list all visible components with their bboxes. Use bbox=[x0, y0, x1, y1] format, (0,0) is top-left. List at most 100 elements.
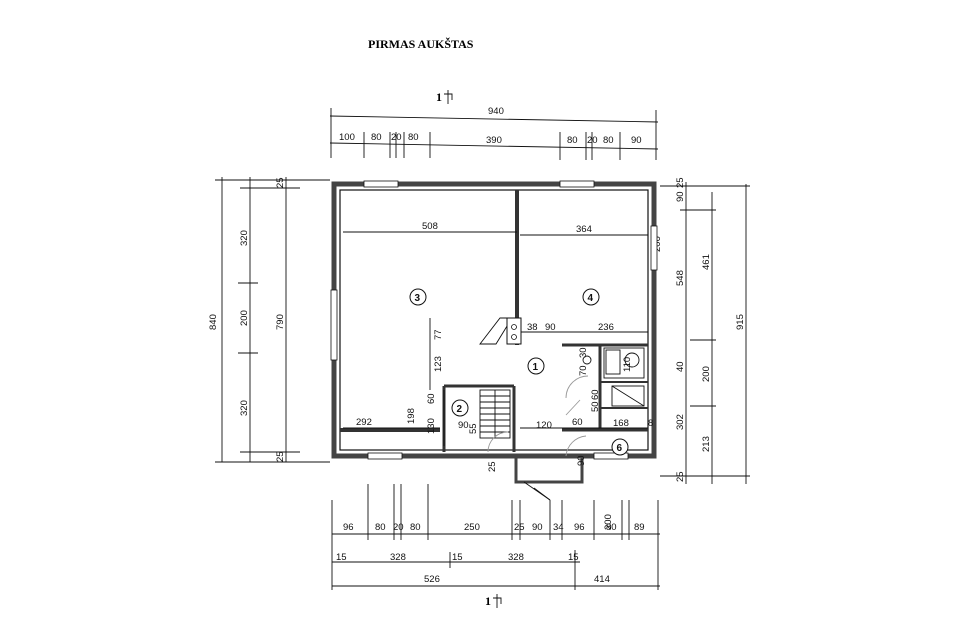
svg-text:80: 80 bbox=[408, 132, 419, 143]
svg-text:96: 96 bbox=[343, 522, 354, 533]
svg-text:2: 2 bbox=[457, 404, 463, 415]
svg-text:168: 168 bbox=[613, 418, 629, 429]
room-number-6: 6 bbox=[611, 438, 629, 456]
svg-text:8: 8 bbox=[648, 418, 653, 429]
svg-text:15: 15 bbox=[336, 552, 347, 563]
svg-text:30: 30 bbox=[578, 347, 589, 358]
svg-text:100: 100 bbox=[339, 132, 355, 143]
svg-text:25: 25 bbox=[675, 177, 686, 188]
svg-text:250: 250 bbox=[464, 522, 480, 533]
bathroom-fixtures bbox=[582, 347, 645, 407]
svg-text:302: 302 bbox=[675, 414, 686, 430]
svg-text:80: 80 bbox=[603, 135, 614, 146]
section-mark-bottom: 1 bbox=[485, 594, 502, 608]
svg-text:548: 548 bbox=[675, 270, 686, 286]
svg-text:110: 110 bbox=[622, 357, 633, 372]
room-number-2: 2 bbox=[451, 399, 469, 417]
svg-text:320: 320 bbox=[239, 400, 250, 416]
svg-text:15: 15 bbox=[568, 552, 579, 563]
svg-text:4: 4 bbox=[588, 293, 594, 304]
svg-text:90: 90 bbox=[631, 135, 642, 146]
right-dimension-lines bbox=[660, 182, 750, 484]
svg-text:6: 6 bbox=[617, 443, 623, 454]
svg-text:38: 38 bbox=[527, 322, 538, 333]
svg-text:292: 292 bbox=[356, 417, 372, 428]
svg-text:20: 20 bbox=[391, 132, 402, 143]
svg-text:1: 1 bbox=[485, 594, 491, 608]
fireplace bbox=[479, 317, 522, 345]
svg-text:90: 90 bbox=[545, 322, 556, 333]
room-number-3: 3 bbox=[409, 288, 427, 306]
dim-bottom-row3: 526 414 bbox=[424, 574, 610, 585]
svg-text:390: 390 bbox=[486, 135, 502, 146]
svg-text:89: 89 bbox=[634, 522, 645, 533]
door-swings bbox=[487, 375, 589, 457]
top-dimension-lines bbox=[329, 108, 659, 160]
svg-text:508: 508 bbox=[422, 221, 438, 232]
svg-text:90: 90 bbox=[576, 455, 587, 466]
dim-left-segments: 320 200 320 25 25 bbox=[239, 177, 286, 462]
svg-text:70: 70 bbox=[578, 365, 589, 376]
svg-text:25: 25 bbox=[514, 522, 525, 533]
dim-top-total: 940 bbox=[488, 106, 504, 117]
plan-title: PIRMAS AUKŠTAS bbox=[368, 37, 474, 51]
dim-top-segments: 100 80 20 80 390 80 20 80 90 bbox=[339, 132, 642, 146]
svg-text:40: 40 bbox=[675, 361, 686, 372]
interior-walls bbox=[340, 190, 648, 452]
svg-text:200: 200 bbox=[701, 366, 712, 382]
left-dimension-lines bbox=[215, 177, 330, 463]
svg-text:25: 25 bbox=[275, 177, 286, 188]
svg-text:25: 25 bbox=[275, 451, 286, 462]
svg-text:77: 77 bbox=[433, 329, 444, 340]
svg-text:80: 80 bbox=[567, 135, 578, 146]
dim-right-segments: 461 200 213 90 548 200 40 302 25 25 bbox=[652, 177, 712, 482]
svg-text:526: 526 bbox=[424, 574, 440, 585]
svg-text:236: 236 bbox=[598, 322, 614, 333]
entrance-vestibule bbox=[514, 456, 584, 501]
svg-text:34: 34 bbox=[553, 522, 564, 533]
svg-text:20: 20 bbox=[393, 522, 404, 533]
dim-left-inner: 790 bbox=[275, 314, 286, 330]
svg-text:25: 25 bbox=[675, 471, 686, 482]
svg-text:328: 328 bbox=[508, 552, 524, 563]
svg-text:198: 198 bbox=[406, 408, 417, 424]
svg-text:55: 55 bbox=[468, 423, 479, 434]
svg-text:90: 90 bbox=[532, 522, 543, 533]
svg-text:25: 25 bbox=[487, 461, 498, 472]
svg-text:90: 90 bbox=[458, 420, 469, 431]
svg-text:1: 1 bbox=[436, 90, 442, 104]
svg-text:414: 414 bbox=[594, 574, 610, 585]
dim-bottom-row2: 15 328 15 328 15 bbox=[336, 552, 579, 563]
svg-text:80: 80 bbox=[375, 522, 386, 533]
svg-text:50: 50 bbox=[590, 401, 601, 412]
dim-left-total: 840 bbox=[208, 314, 219, 330]
svg-text:461: 461 bbox=[701, 254, 712, 270]
bottom-dimension-lines bbox=[331, 484, 660, 590]
svg-text:60: 60 bbox=[426, 393, 437, 404]
svg-text:1: 1 bbox=[533, 362, 539, 373]
svg-text:213: 213 bbox=[701, 436, 712, 452]
svg-text:20: 20 bbox=[587, 135, 598, 146]
svg-text:200: 200 bbox=[652, 236, 663, 252]
room-number-1: 1 bbox=[527, 357, 545, 375]
svg-text:130: 130 bbox=[426, 418, 437, 434]
svg-text:60: 60 bbox=[590, 389, 601, 400]
svg-text:80: 80 bbox=[606, 522, 617, 533]
svg-text:320: 320 bbox=[239, 230, 250, 246]
svg-text:15: 15 bbox=[452, 552, 463, 563]
svg-text:60: 60 bbox=[572, 417, 583, 428]
svg-text:364: 364 bbox=[576, 224, 592, 235]
interior-dimensions: 508 364 292 77 123 38 90 236 30 70 110 1… bbox=[356, 221, 653, 472]
dim-right-total: 915 bbox=[735, 314, 746, 330]
svg-text:123: 123 bbox=[433, 356, 444, 372]
svg-text:3: 3 bbox=[415, 293, 421, 304]
dim-bottom-segments: 96 80 20 80 250 25 90 34 96 200 80 89 bbox=[343, 514, 645, 533]
svg-text:80: 80 bbox=[410, 522, 421, 533]
svg-text:80: 80 bbox=[371, 132, 382, 143]
interior-dimension-lines bbox=[343, 231, 648, 446]
room-number-4: 4 bbox=[582, 288, 600, 306]
svg-text:200: 200 bbox=[603, 514, 614, 530]
svg-text:96: 96 bbox=[574, 522, 585, 533]
staircase bbox=[479, 389, 511, 439]
